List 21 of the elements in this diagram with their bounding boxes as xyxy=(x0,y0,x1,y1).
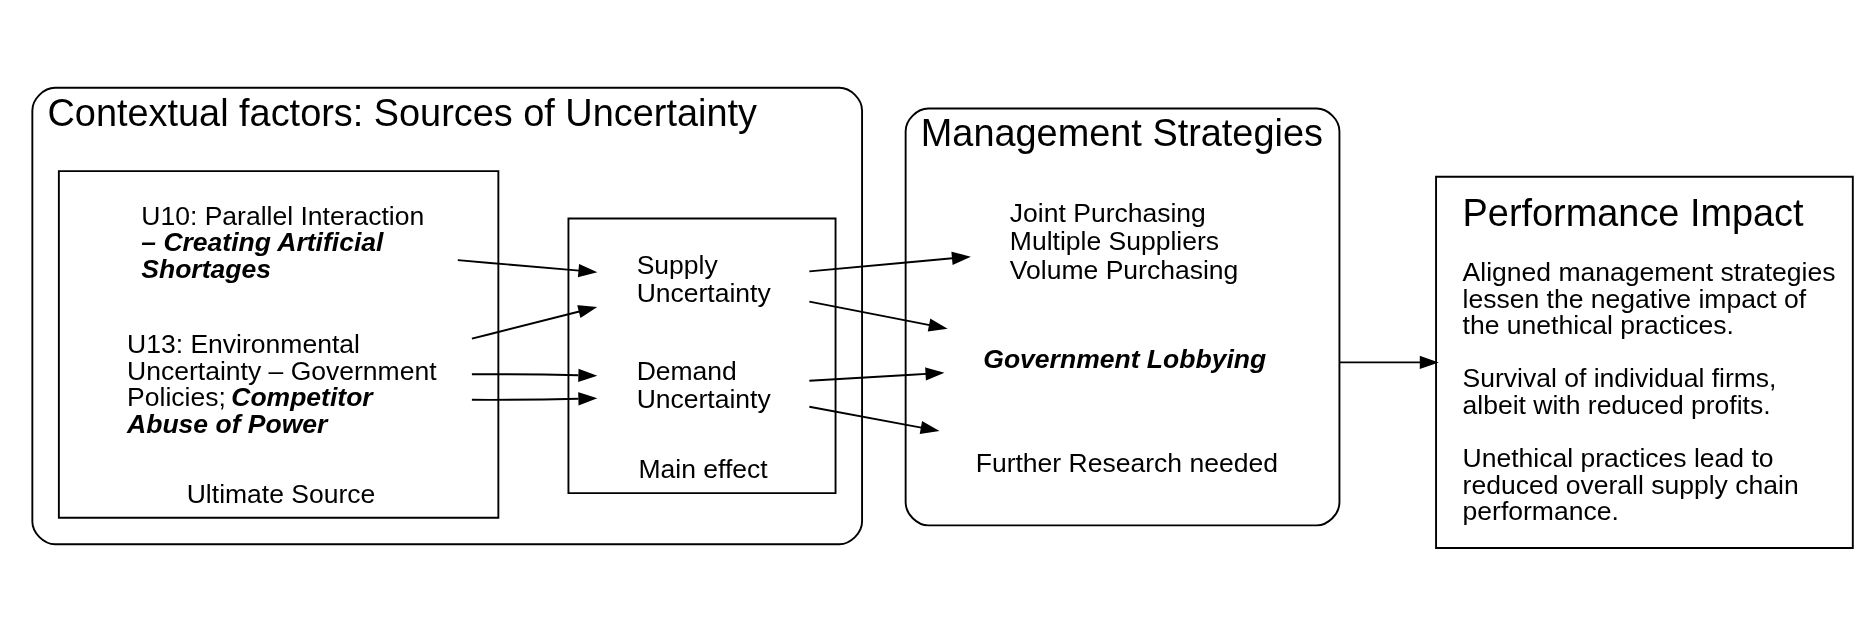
arrow xyxy=(456,259,598,278)
node-text: Demand Uncertainty xyxy=(636,355,771,415)
cluster xyxy=(567,217,837,495)
arrow xyxy=(808,405,940,435)
arrow xyxy=(470,305,598,340)
node-label: Main effect xyxy=(638,454,768,485)
arrow xyxy=(808,300,948,332)
node-label: Ultimate Source xyxy=(186,478,376,509)
node-text: Supply Uncertainty xyxy=(636,249,771,309)
node-text: Further Research needed xyxy=(975,447,1278,478)
node-text: Joint Purchasing Multiple Suppliers Volume Purchasing xyxy=(1009,197,1239,285)
node-box: Performance Impact Aligned management strategies lessen the negative impact of the unethical practices. Survival of individual firms, albeit with reduced profits. Unethical practices lead to reduced overall supply chain performance. xyxy=(1435,175,1854,549)
arrow xyxy=(808,251,971,273)
arrow xyxy=(1338,355,1439,370)
arrow xyxy=(470,368,598,382)
node-text: Government Lobbying xyxy=(983,343,1267,374)
arrow xyxy=(470,392,598,406)
arrow xyxy=(808,367,945,382)
cluster xyxy=(57,170,500,519)
node-text: U13: Environmental Uncertainty – Government Policies; Competitor Abuse of Power xyxy=(127,329,437,439)
node-text: U10: Parallel Interaction – Creating Artificial Shortages xyxy=(141,200,425,284)
